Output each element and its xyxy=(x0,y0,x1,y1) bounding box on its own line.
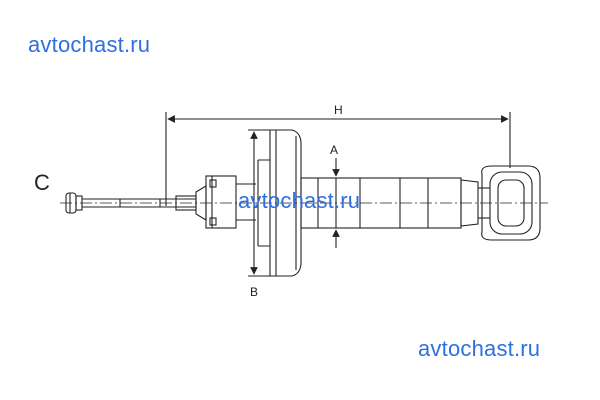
watermark-middle: avtochast.ru xyxy=(238,188,361,213)
label-a: A xyxy=(330,143,338,157)
top-mount xyxy=(195,175,256,229)
spring-seat-plate xyxy=(257,129,302,277)
label-c: C xyxy=(34,170,50,195)
label-h: H xyxy=(334,103,343,117)
bottom-collar xyxy=(460,179,479,227)
rod-end-nut xyxy=(65,192,83,214)
watermark-bottom: avtochast.ru xyxy=(418,336,541,361)
piston-rod xyxy=(82,195,197,211)
label-b: B xyxy=(250,285,258,299)
eye-mount-bushing xyxy=(478,165,541,241)
watermark-top: avtochast.ru xyxy=(28,32,151,57)
